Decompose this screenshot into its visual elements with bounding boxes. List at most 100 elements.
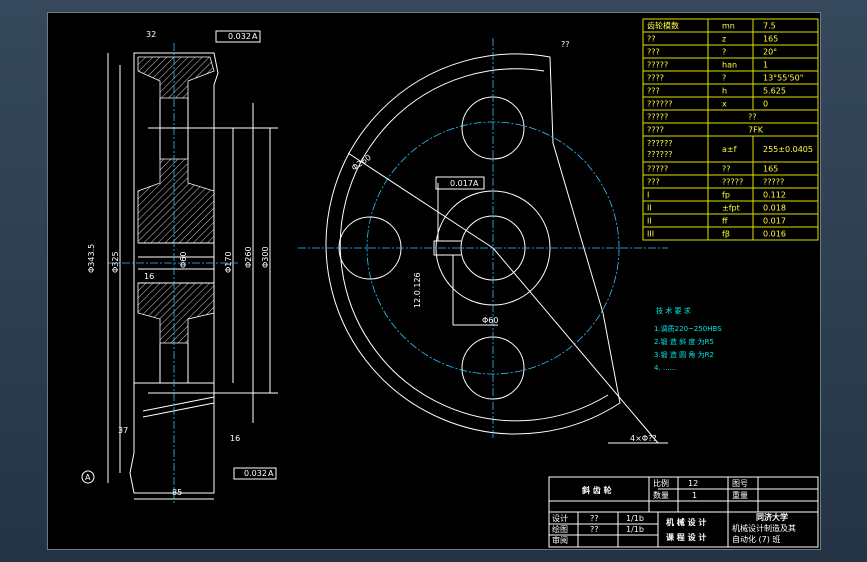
table-cell: ????? (647, 165, 668, 174)
table-cell: ????? (647, 61, 668, 70)
title-block (548, 476, 819, 548)
table-cell: ff (722, 217, 728, 226)
table-cell: 0.016 (763, 230, 786, 239)
table-cell: 0 (763, 100, 768, 109)
table-cell: 0.018 (763, 204, 786, 213)
table-cell: x (722, 100, 727, 109)
scale-value: 12 (688, 479, 698, 488)
tolerance-top: 0.032 (228, 32, 251, 41)
table-row: ???? 20° (643, 45, 818, 59)
table-cell: han (722, 61, 737, 70)
cad-drawing-canvas: 32 0.032 A Φ343.5 Φ325 Φ60 Φ170 Φ260 Φ30… (81, 18, 819, 548)
tolerance-bottom: 0.032 (244, 469, 267, 478)
course-name: 机 械 设 计 (666, 517, 706, 527)
department-line-1: 机械设计制造及其 (732, 523, 796, 533)
table-row: ???? 7FK (643, 123, 818, 137)
scale-label: 比例 (653, 478, 669, 488)
table-row: ???????????? a±f 255±0.0405 (643, 136, 818, 163)
dim-small-diameter: Φ60 (179, 252, 188, 268)
holes-note: 4×Φ?? (630, 434, 657, 443)
table-cell: ? (722, 48, 726, 57)
table-row: ??????? 165 (643, 162, 818, 176)
cad-drawing-sheet[interactable]: 32 0.032 A Φ343.5 Φ325 Φ60 Φ170 Φ260 Φ30… (47, 12, 821, 550)
label-32: 32 (146, 30, 156, 39)
table-cell: 165 (763, 165, 778, 174)
table-cell: 20° (763, 48, 777, 57)
tech-req-title: 技 术 要 求 (656, 306, 691, 315)
table-cell: 13°55'50" (763, 74, 803, 83)
dim-hub-diameter: Φ170 (224, 251, 233, 273)
table-cell: II (647, 204, 652, 213)
label-bottom-16: 16 (230, 434, 240, 443)
design-label: 设计 (552, 513, 568, 523)
table-cell: 0.112 (763, 191, 786, 200)
dim-keyway-depth: 12.0.126 (413, 272, 422, 308)
tech-req-item: 3.锻 造 圆 角 为R2 (654, 350, 714, 359)
table-cell: ??? (647, 87, 660, 96)
table-cell: ?????? (647, 139, 672, 148)
table-cell: mn (722, 22, 735, 31)
table-cell: ?????? (647, 150, 672, 159)
table-cell: 齿轮模数 (647, 21, 679, 31)
tolerance-center: 0.017 (450, 179, 473, 188)
table-cell: ???? (647, 74, 664, 83)
table-cell: ????? (722, 178, 743, 187)
dim-body-diameter: Φ325 (111, 251, 120, 273)
datum-top: A (252, 32, 258, 41)
drawn-label: 绘图 (552, 524, 568, 534)
qty-value: 1 (692, 491, 697, 500)
table-cell: ?????? (647, 100, 672, 109)
table-cell: 165 (763, 35, 778, 44)
table-cell: ??? (647, 48, 660, 57)
weight-label: 重量 (732, 490, 748, 500)
table-cell: fβ (722, 230, 730, 239)
table-cell: ? (722, 74, 726, 83)
table-cell: 0.017 (763, 217, 786, 226)
table-row: ????? han 1 (643, 58, 818, 72)
table-cell: ????? (763, 178, 784, 187)
table-cell: ?? (722, 165, 731, 174)
table-cell: ±fpt (722, 204, 740, 213)
label-16: 16 (144, 272, 154, 281)
dim-bolt-circle: Φ260 (350, 153, 373, 173)
datum-center: A (473, 179, 479, 188)
qty-label: 数量 (653, 490, 669, 500)
section-view (107, 43, 278, 503)
table-cell: ??? (647, 178, 660, 187)
table-row: ?????? x 0 (643, 97, 818, 111)
table-cell: 1 (763, 61, 768, 70)
tech-req-item: 2.锻 造 斜 度 为R5 (654, 337, 714, 346)
table-cell: 7.5 (763, 22, 776, 31)
check-label: 审阅 (552, 535, 568, 545)
school-name: 同济大学 (756, 512, 788, 522)
design-date: 1/1b (626, 514, 644, 523)
drawn-date: 1/1b (626, 525, 644, 534)
table-cell: fp (722, 191, 730, 200)
part-name: 斜 齿 轮 (581, 485, 612, 495)
dim-root-diameter: Φ300 (261, 246, 270, 268)
table-cell: 255±0.0405 (763, 145, 813, 154)
dim-keyway-width: Φ60 (482, 316, 498, 325)
table-cell: 7FK (748, 126, 764, 135)
table-row: ????????????? (643, 175, 818, 189)
table-row: 齿轮模数 mn 7.5 (643, 19, 818, 33)
tech-req-item: 1.调质220~250HBS (654, 324, 722, 333)
datum-circle-a: A (85, 473, 91, 482)
table-row: ??????? (643, 110, 818, 124)
table-cell: ?? (647, 35, 656, 44)
table-cell: ???? (647, 126, 664, 135)
design-name: ?? (590, 514, 599, 523)
table-cell: a±f (722, 145, 737, 154)
datum-bottom: A (268, 469, 274, 478)
table-cell: II (647, 217, 652, 226)
dim-width: 85 (172, 488, 182, 497)
table-row: II ff 0.017 (643, 214, 818, 228)
table-cell: h (722, 87, 727, 96)
tech-req-item: 4. ...... (654, 364, 676, 372)
table-cell: I (647, 191, 649, 200)
